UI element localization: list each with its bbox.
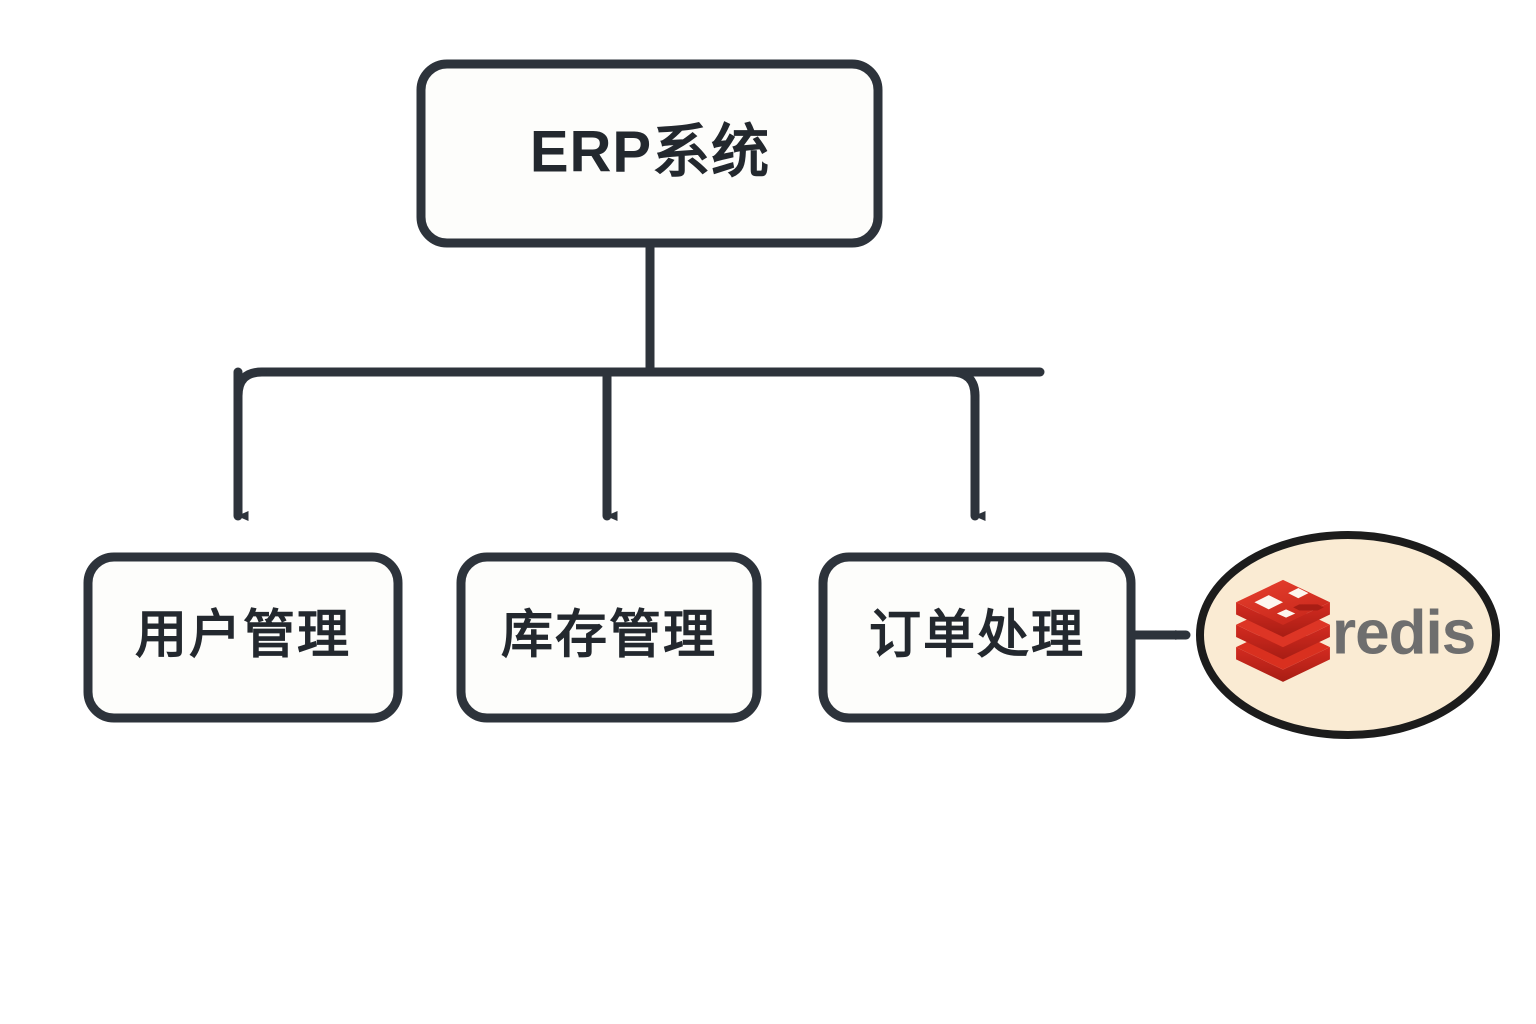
edge-layer	[233, 238, 1191, 640]
node-order-processing[interactable]: 订单处理	[818, 552, 1136, 723]
node-erp-system[interactable]: ERP系统	[416, 59, 883, 248]
node-user-management[interactable]: 用户管理	[83, 552, 403, 723]
edge-root-to-user-corner	[233, 367, 267, 401]
node-inventory-management-box[interactable]	[456, 552, 762, 723]
node-user-management-label: 用户管理	[135, 607, 351, 665]
node-inventory-management-label: 库存管理	[501, 607, 717, 665]
node-erp-system-box[interactable]	[416, 59, 883, 248]
node-order-processing-label: 订单处理	[869, 607, 1085, 665]
redis-logo-icon	[1236, 579, 1330, 682]
node-erp-system-label: ERP系统	[530, 119, 770, 184]
node-user-management-box[interactable]	[83, 552, 403, 723]
node-order-processing-box[interactable]	[818, 552, 1136, 723]
node-inventory-management[interactable]: 库存管理	[456, 552, 762, 723]
node-redis-wordmark: redis	[1332, 598, 1475, 667]
node-redis[interactable]: redis	[1196, 531, 1500, 739]
edge-root-to-order-corner	[946, 367, 980, 401]
